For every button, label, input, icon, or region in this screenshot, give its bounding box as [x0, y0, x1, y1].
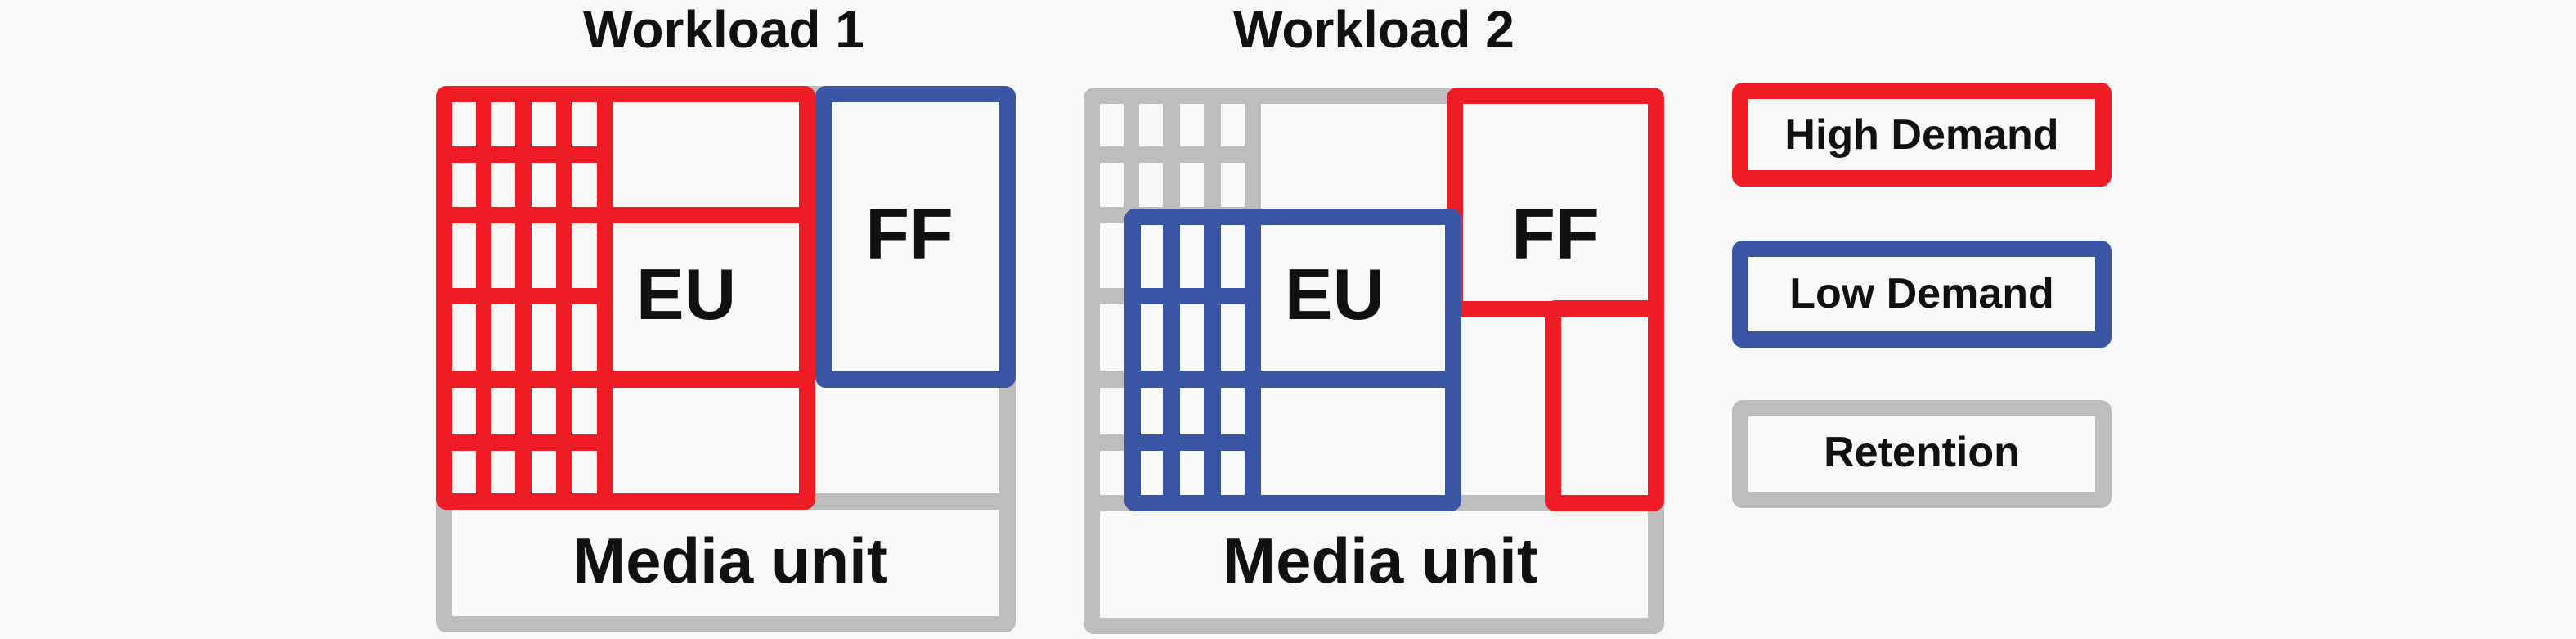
w1-eu-grid-hline [436, 146, 613, 163]
workload-2-title: Workload 2 [1233, 0, 1515, 59]
workload-2-ff-label: FF [1511, 193, 1600, 274]
workload-1-media-label: Media unit [572, 524, 888, 596]
w2-eu-grid-vline [1163, 209, 1180, 511]
w1-eu-row-divider [436, 371, 815, 388]
w2-eu-grid-vline [1204, 209, 1221, 511]
w2-eu-grid-hline [1124, 288, 1261, 304]
workload-2-eu-label: EU [1285, 254, 1384, 335]
w2-retention-grid-hline [1084, 146, 1261, 163]
w2-eu-row-divider [1124, 371, 1461, 388]
workload-1-eu-label: EU [636, 254, 736, 335]
w1-eu-row-divider [436, 207, 815, 223]
legend-low-demand-swatch [1732, 241, 2112, 348]
workload-1-ff-label: FF [865, 193, 954, 274]
workload-2: Workload 2 EU FF Media unit [1223, 0, 1600, 596]
legend-low-demand: Low Demand [1789, 270, 2054, 317]
legend-retention-swatch [1732, 400, 2112, 508]
legend-high-demand-swatch [1732, 83, 2112, 187]
workload-1-title: Workload 1 [583, 0, 864, 59]
w2-eu-block [1124, 209, 1461, 511]
workload-1: Workload 1 EU FF Media unit [572, 0, 954, 596]
w2-eu-grid-hline [1124, 434, 1261, 451]
w1-eu-grid-hline [436, 288, 613, 304]
block-outlines [436, 83, 2112, 634]
w1-ff-block [815, 86, 1016, 388]
legend-retention: Retention [1824, 429, 2020, 476]
w1-eu-grid-hline [436, 434, 613, 451]
legend-high-demand: High Demand [1784, 111, 2058, 159]
w2-eu-grid-vline [1245, 209, 1261, 511]
legend: High Demand Low Demand Retention [1784, 111, 2058, 476]
w2-ff-sub-block [1545, 300, 1664, 511]
workload-2-media-label: Media unit [1223, 524, 1538, 596]
